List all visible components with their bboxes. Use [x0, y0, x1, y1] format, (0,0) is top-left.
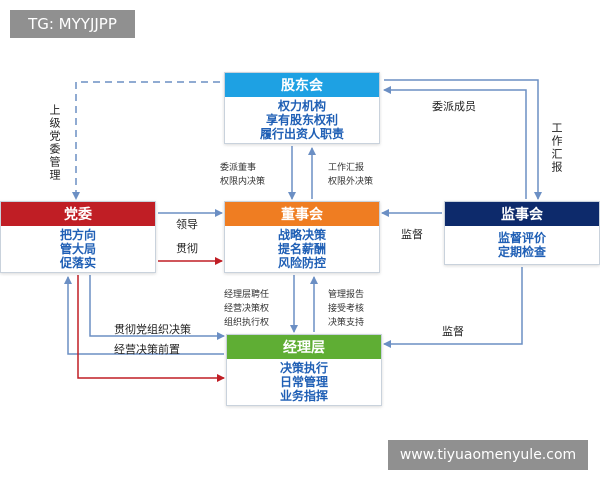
note-shareholders-to-board: 委派董事 权限内决策 [220, 161, 265, 189]
party-committee-duties: 把方向 管大局 促落实 [1, 226, 155, 272]
tag-badge: TG: MYYJJPP [10, 10, 135, 38]
party-duty: 促落实 [59, 256, 96, 270]
shareholders-title: 股东会 [225, 73, 379, 97]
supervisory-board-node: 监事会 监督评价 定期检查 [444, 201, 600, 265]
party-duty: 管大局 [59, 242, 96, 256]
board-duty: 提名薪酬 [277, 242, 326, 256]
arrow-management-to-party [64, 276, 224, 355]
note-board-to-management: 经理层聘任 经营决策权 组织执行权 [224, 288, 269, 330]
supervisory-duty: 定期检查 [497, 245, 546, 259]
label-implement-party-decisions: 贯彻党组织决策 [114, 323, 191, 336]
management-duties: 决策执行 日常管理 业务指挥 [227, 359, 381, 405]
board-duty: 风险防控 [277, 256, 326, 270]
label-party-to-shareholders: 上级党委管理 [48, 104, 61, 182]
shareholders-node: 股东会 权力机构 享有股东权利 履行出资人职责 [224, 72, 380, 144]
shareholders-duty: 履行出资人职责 [259, 127, 344, 141]
party-duty: 把方向 [59, 228, 96, 242]
note-line: 工作汇报 [328, 163, 365, 173]
shareholders-duty: 权力机构 [277, 99, 326, 113]
note-management-to-board: 管理报告 接受考核 决策支持 [328, 288, 364, 330]
label-supervise-management: 监督 [442, 325, 464, 338]
management-duty: 决策执行 [279, 361, 328, 375]
board-title: 董事会 [225, 202, 379, 226]
board-duties: 战略决策 提名薪酬 风险防控 [225, 226, 379, 272]
board-duty: 战略决策 [277, 228, 326, 242]
note-line: 管理报告 [328, 290, 365, 300]
management-node: 经理层 决策执行 日常管理 业务指挥 [226, 334, 382, 406]
board-node: 董事会 战略决策 提名薪酬 风险防控 [224, 201, 380, 273]
management-duty: 业务指挥 [279, 389, 328, 403]
arrow-party-decisions-to-management [89, 275, 225, 340]
supervisory-board-duties: 监督评价 定期检查 [445, 226, 599, 264]
note-line: 接受考核 [328, 304, 365, 314]
arrow-shareholders-to-supervisory [384, 79, 542, 200]
party-committee-node: 党委 把方向 管大局 促落实 [0, 201, 156, 273]
note-line: 委派董事 [220, 163, 257, 173]
management-title: 经理层 [227, 335, 381, 359]
label-delegate-members: 委派成员 [432, 100, 476, 113]
label-lead: 领导 [176, 218, 198, 231]
note-line: 经营决策权 [224, 304, 270, 314]
shareholders-duties: 权力机构 享有股东权利 履行出资人职责 [225, 97, 379, 143]
label-supervise-board: 监督 [401, 228, 423, 241]
note-line: 经理层聘任 [224, 290, 270, 300]
dashed-link-party-shareholders [72, 81, 220, 200]
note-board-to-shareholders: 工作汇报 权限外决策 [328, 161, 373, 189]
supervisory-duty: 监督评价 [497, 231, 546, 245]
label-pre-decision: 经营决策前置 [114, 343, 180, 356]
label-work-report: 工作汇报 [550, 122, 563, 174]
note-line: 组织执行权 [224, 318, 270, 328]
watermark-badge: www.tiyuaomenyule.com [388, 440, 588, 470]
label-implement: 贯彻 [176, 242, 198, 255]
arrow-supervisory-to-management [383, 267, 523, 348]
note-line: 权限内决策 [220, 177, 266, 187]
shareholders-duty: 享有股东权利 [265, 113, 338, 127]
party-committee-title: 党委 [1, 202, 155, 226]
supervisory-board-title: 监事会 [445, 202, 599, 226]
management-duty: 日常管理 [279, 375, 328, 389]
note-line: 决策支持 [328, 318, 365, 328]
note-line: 权限外决策 [328, 177, 374, 187]
arrow-party-red-to-management [77, 275, 225, 382]
arrow-supervisory-to-shareholders [383, 86, 527, 199]
